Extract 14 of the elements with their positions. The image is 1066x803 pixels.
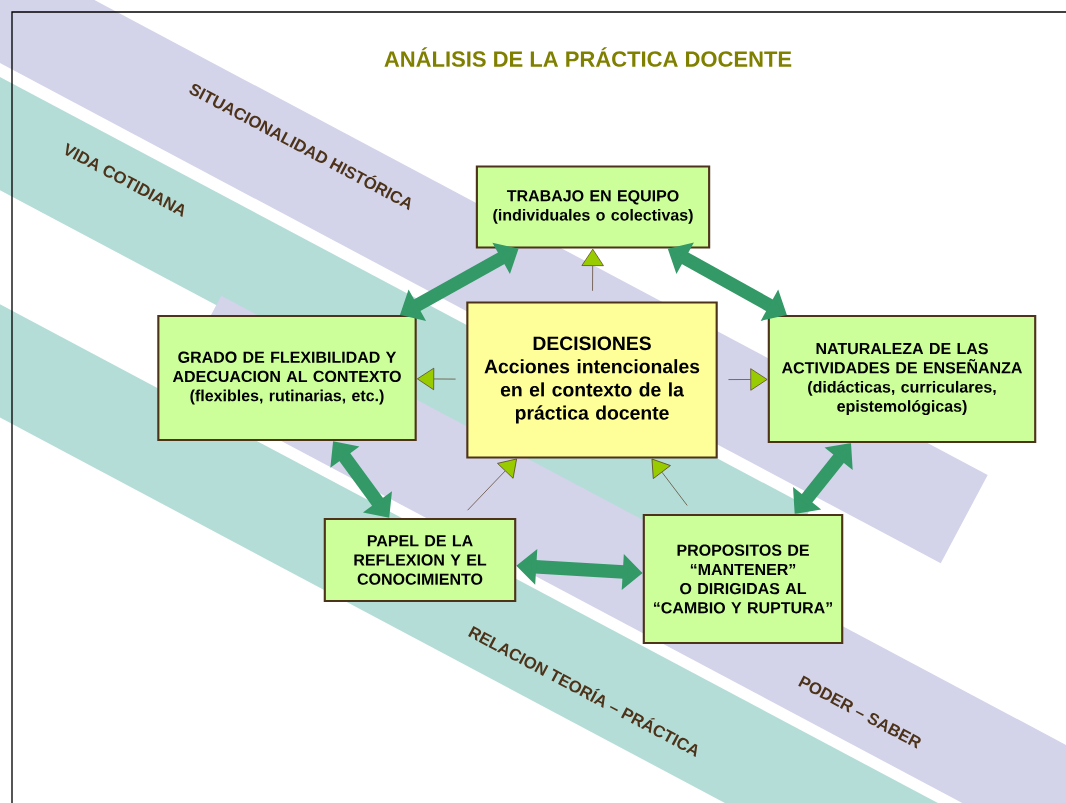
text-box: DECISIONES Acciones intencionales en el contexto de la práctica docente — [466, 301, 718, 459]
text-box: NATURALEZA DE LAS ACTIVIDADES DE ENSEÑANZA (didácticas, curriculares, epistemológicas) — [767, 314, 1037, 444]
arrow — [330, 441, 392, 518]
text-box: PROPOSITOS DE “MANTENER” O DIRIGIDAS AL “CAMBIO Y RUPTURA” — [642, 513, 844, 645]
text-box: PAPEL DE LA REFLEXION Y EL CONOCIMIENTO — [323, 517, 517, 603]
text-box: GRADO DE FLEXIBILIDAD Y ADECUACION AL CONTEXTO (flexibles, rutinarias, etc.) — [157, 314, 417, 442]
title: ANÁLISIS DE LA PRÁCTICA DOCENTE — [384, 47, 792, 67]
arrow — [417, 367, 456, 391]
arrow — [467, 458, 517, 511]
arrow — [793, 443, 853, 514]
arrow — [651, 458, 688, 506]
text-box: TRABAJO EN EQUIPO (individuales o colectivas) — [475, 165, 711, 249]
arrow — [581, 248, 604, 292]
arrow — [728, 368, 768, 391]
